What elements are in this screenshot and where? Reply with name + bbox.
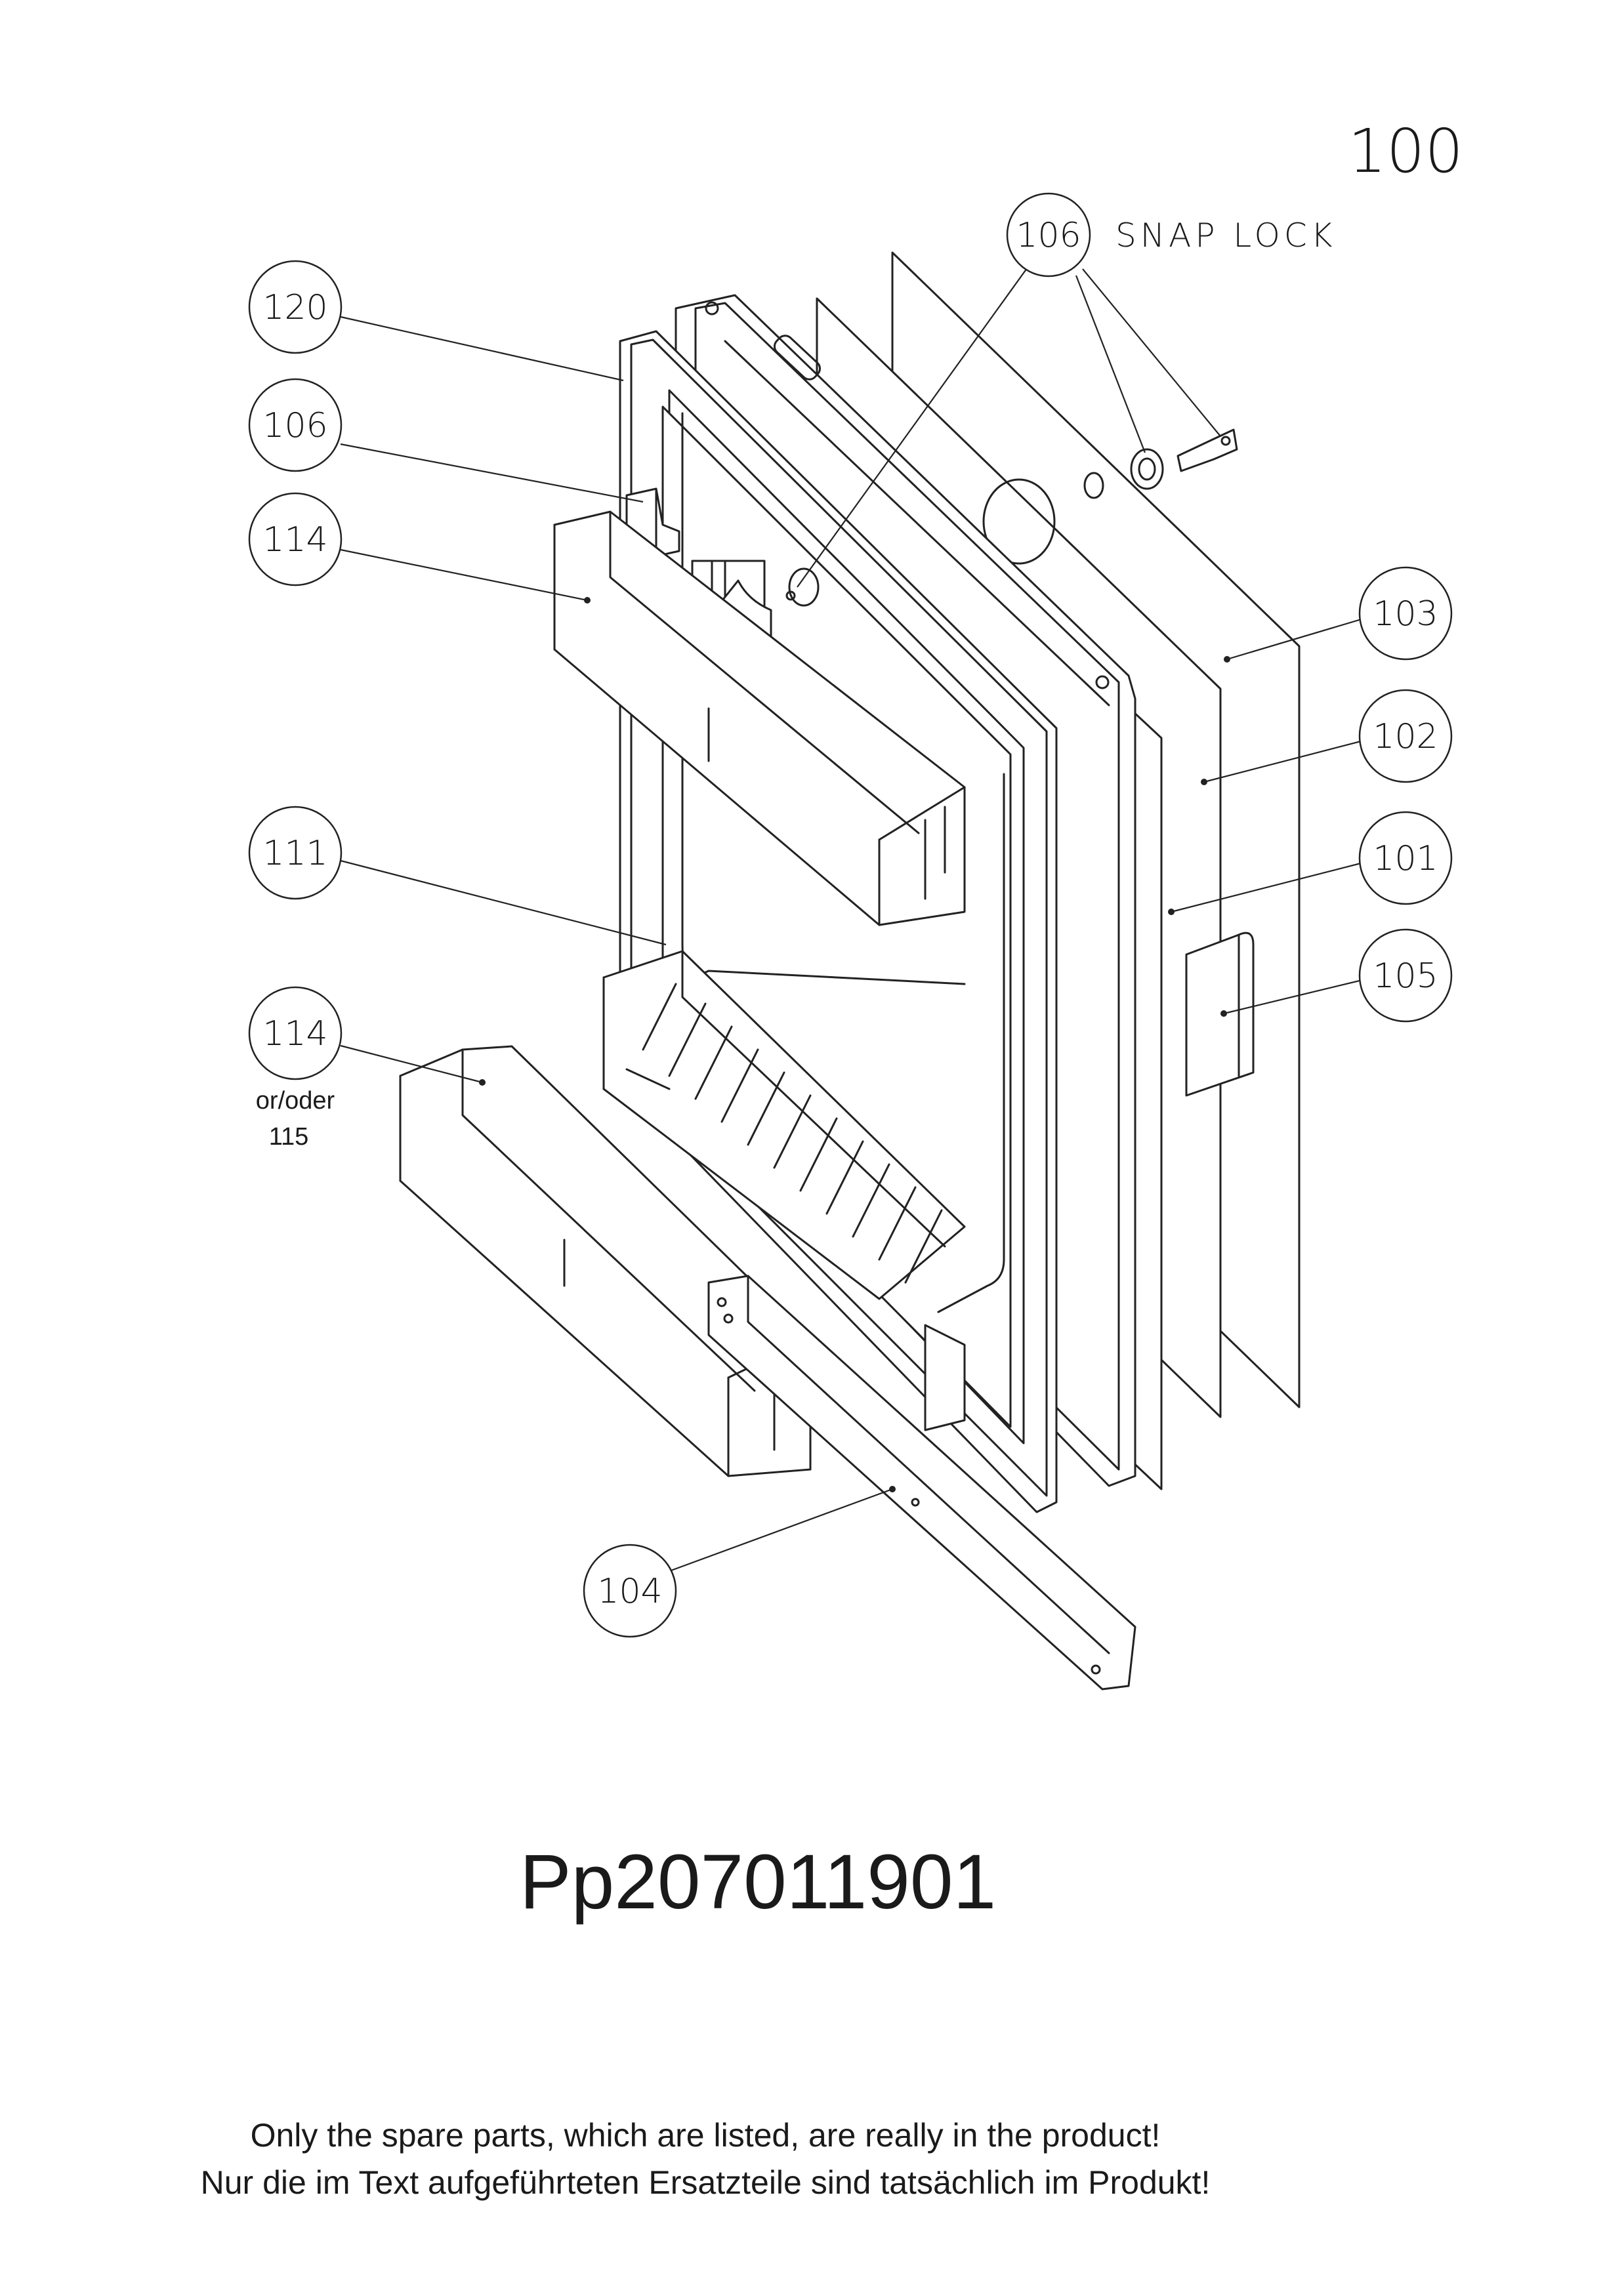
- callout-111: 111: [262, 834, 327, 873]
- callout-circle-105: [1358, 928, 1453, 1023]
- note-german: Nur die im Text aufgeführteten Ersatztei…: [200, 2164, 1211, 2201]
- callout-102: 102: [1373, 717, 1438, 756]
- snap-lock-label: SNAP LOCK: [1115, 216, 1337, 255]
- callout-circle-106-left: [248, 378, 343, 472]
- callout-circle-104: [583, 1544, 677, 1638]
- callout-104: 104: [597, 1572, 662, 1611]
- callout-circle-114-top: [248, 492, 343, 586]
- sheet-number: 100: [1348, 116, 1463, 186]
- callout-114-top: 114: [262, 520, 327, 560]
- snap-lock-cylinder: [1130, 448, 1164, 490]
- document-number: Pp207011901: [519, 1839, 997, 1925]
- callout-circle-106-top: [1006, 192, 1091, 277]
- note-english: Only the spare parts, which are listed, …: [250, 2117, 1161, 2154]
- upper-shelf-114: [553, 510, 966, 926]
- alternative-note-line2: 115: [269, 1123, 309, 1151]
- callout-114-bottom: 114: [262, 1014, 327, 1054]
- handle-105: [1185, 932, 1255, 1097]
- callout-circle-101: [1358, 811, 1453, 905]
- callout-106-top: 106: [1016, 216, 1081, 255]
- callout-106-left: 106: [262, 406, 327, 445]
- callout-circle-103: [1358, 566, 1453, 661]
- callout-circle-102: [1358, 689, 1453, 783]
- callout-105: 105: [1373, 956, 1438, 996]
- callout-circle-111: [248, 806, 343, 900]
- bottle-rack: [602, 950, 966, 1431]
- callout-120: 120: [262, 288, 327, 327]
- snap-lock-key: [1176, 428, 1238, 472]
- callout-circle-120: [248, 260, 343, 354]
- callout-circle-114-bottom: [248, 986, 343, 1080]
- alternative-note-line1: or/oder: [256, 1087, 335, 1115]
- callout-103: 103: [1373, 594, 1438, 634]
- hinge-rail-104: [707, 1275, 1136, 1691]
- callout-101: 101: [1373, 839, 1438, 878]
